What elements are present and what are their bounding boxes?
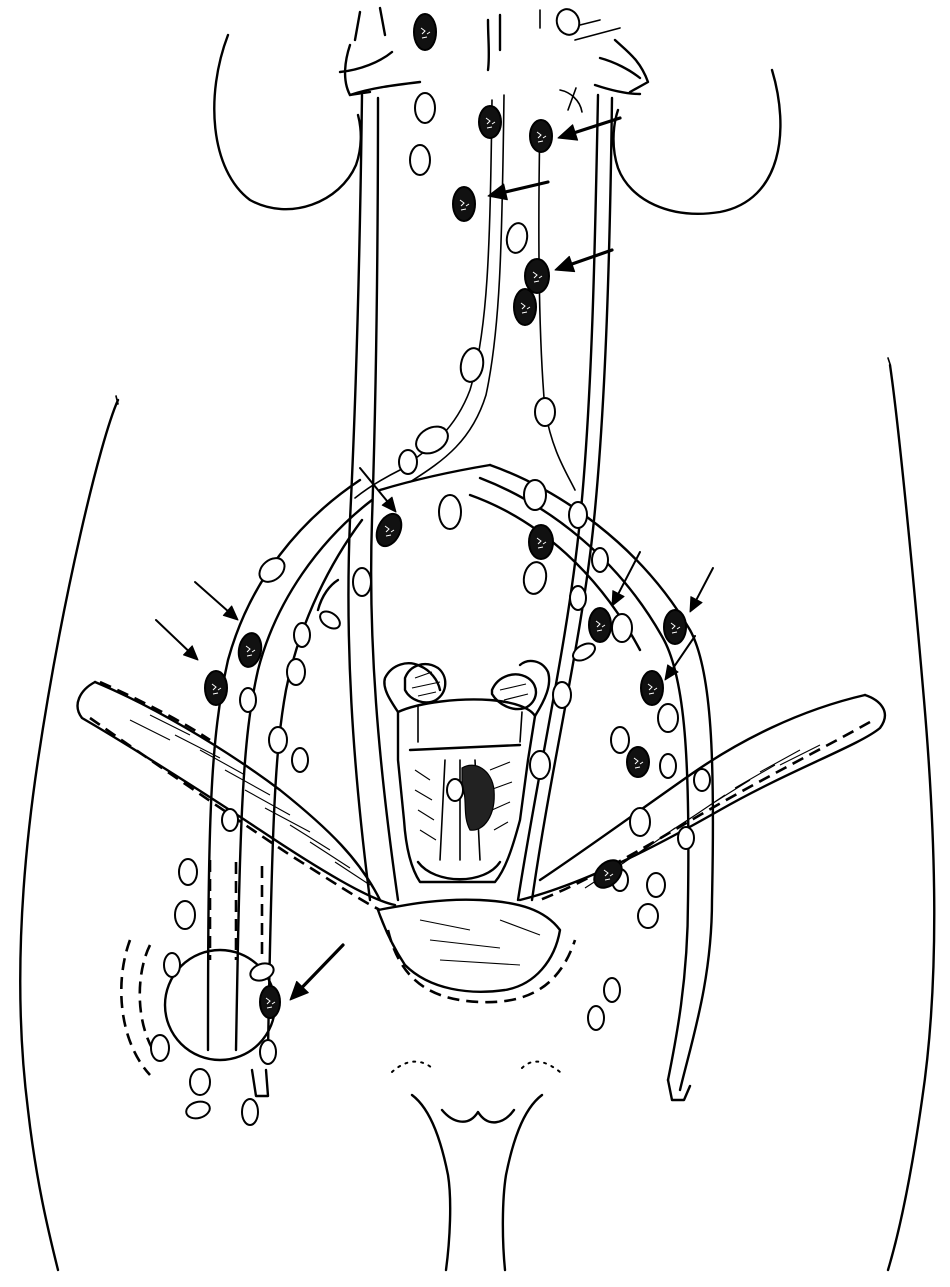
- lymph-node: [570, 586, 586, 610]
- metastatic-lymph-node: [453, 187, 475, 221]
- lymph-node: [592, 548, 608, 572]
- metastatic-lymph-node: [514, 289, 536, 325]
- lymph-node: [399, 450, 417, 474]
- lymph-node: [553, 682, 571, 708]
- left-torso-contour: [20, 400, 118, 1270]
- metastatic-lymph-node: [260, 986, 280, 1018]
- pointer-arrow: [555, 250, 612, 272]
- lymph-node: [658, 704, 678, 732]
- right-shoulder-tick: [888, 358, 890, 364]
- lymph-node: [287, 659, 305, 685]
- lymph-node: [175, 901, 195, 929]
- lymph-node: [588, 1006, 604, 1030]
- pointer-arrow: [290, 945, 343, 1000]
- lymph-node: [184, 1099, 211, 1121]
- lymph-node: [569, 502, 587, 528]
- perineum-contour: [412, 1095, 450, 1270]
- lymph-node: [638, 904, 658, 928]
- lymph-node: [660, 754, 676, 778]
- great-vessels: [340, 8, 648, 900]
- lymph-node: [240, 688, 256, 712]
- lymph-node: [294, 623, 310, 647]
- lymph-node: [164, 953, 180, 977]
- lymph-node: [292, 748, 308, 772]
- bladder: [378, 900, 560, 992]
- lymph-node: [535, 398, 555, 426]
- metastatic-lymph-node: [479, 106, 501, 138]
- lymph-node: [505, 221, 530, 254]
- perineum-contour-right: [503, 1095, 542, 1270]
- lymph-node: [179, 859, 197, 885]
- lymph-node: [353, 568, 371, 596]
- metastatic-lymph-node: [414, 14, 436, 50]
- right-torso-contour: [888, 365, 934, 1270]
- lymph-node: [242, 1099, 258, 1125]
- lymph-node: [255, 553, 289, 586]
- right-kidney-outline: [614, 70, 781, 214]
- lymph-node: [524, 480, 546, 510]
- body-outline: [20, 35, 934, 1270]
- metastatic-lymph-node: [205, 671, 227, 705]
- lymph-node: [248, 960, 276, 983]
- metastatic-lymph-node: [525, 259, 549, 293]
- lymph-node: [521, 560, 548, 595]
- lymph-node: [411, 421, 452, 459]
- cervical-tumor: [462, 765, 494, 830]
- metastatic-lymph-node: [372, 510, 406, 550]
- lymph-node: [553, 6, 583, 38]
- lymph-node: [604, 978, 620, 1002]
- lymph-node: [612, 614, 632, 642]
- metastatic-lymph-node: [641, 671, 663, 705]
- lymph-node: [190, 1069, 210, 1095]
- lymph-node: [415, 93, 435, 123]
- pelvis: [78, 682, 885, 1075]
- uterus-adnexa: [384, 661, 549, 882]
- metastatic-lymph-node: [530, 120, 552, 152]
- lymph-node: [260, 1040, 276, 1064]
- ligament-hatching: [130, 715, 820, 965]
- mons-dotted: [392, 1062, 560, 1072]
- lymph-node: [447, 779, 463, 801]
- metastatic-lymph-node: [627, 747, 649, 777]
- lymph-node: [647, 873, 665, 897]
- lymph-node: [611, 727, 629, 753]
- vulva-outline: [442, 1110, 514, 1122]
- metastatic-lymph-node: [589, 608, 611, 642]
- lymph-node: [694, 769, 710, 791]
- lymph-node: [269, 727, 287, 753]
- lymph-node: [458, 346, 486, 383]
- lymph-node: [530, 751, 550, 779]
- lymph-node: [222, 809, 238, 831]
- pointer-arrow: [690, 568, 713, 612]
- metastatic-lymph-node: [529, 525, 553, 559]
- right-iliac-crest: [520, 695, 885, 900]
- lymph-node: [630, 808, 650, 836]
- vena-cava: [348, 95, 370, 900]
- lymph-node: [678, 827, 694, 849]
- lymph-node: [439, 495, 461, 529]
- left-kidney-outline: [214, 35, 361, 209]
- lymph-node: [151, 1035, 169, 1061]
- pointer-arrow: [195, 582, 238, 620]
- metastatic-lymph-node: [664, 610, 686, 644]
- lymph-node: [410, 145, 430, 175]
- pointer-arrow: [156, 620, 198, 660]
